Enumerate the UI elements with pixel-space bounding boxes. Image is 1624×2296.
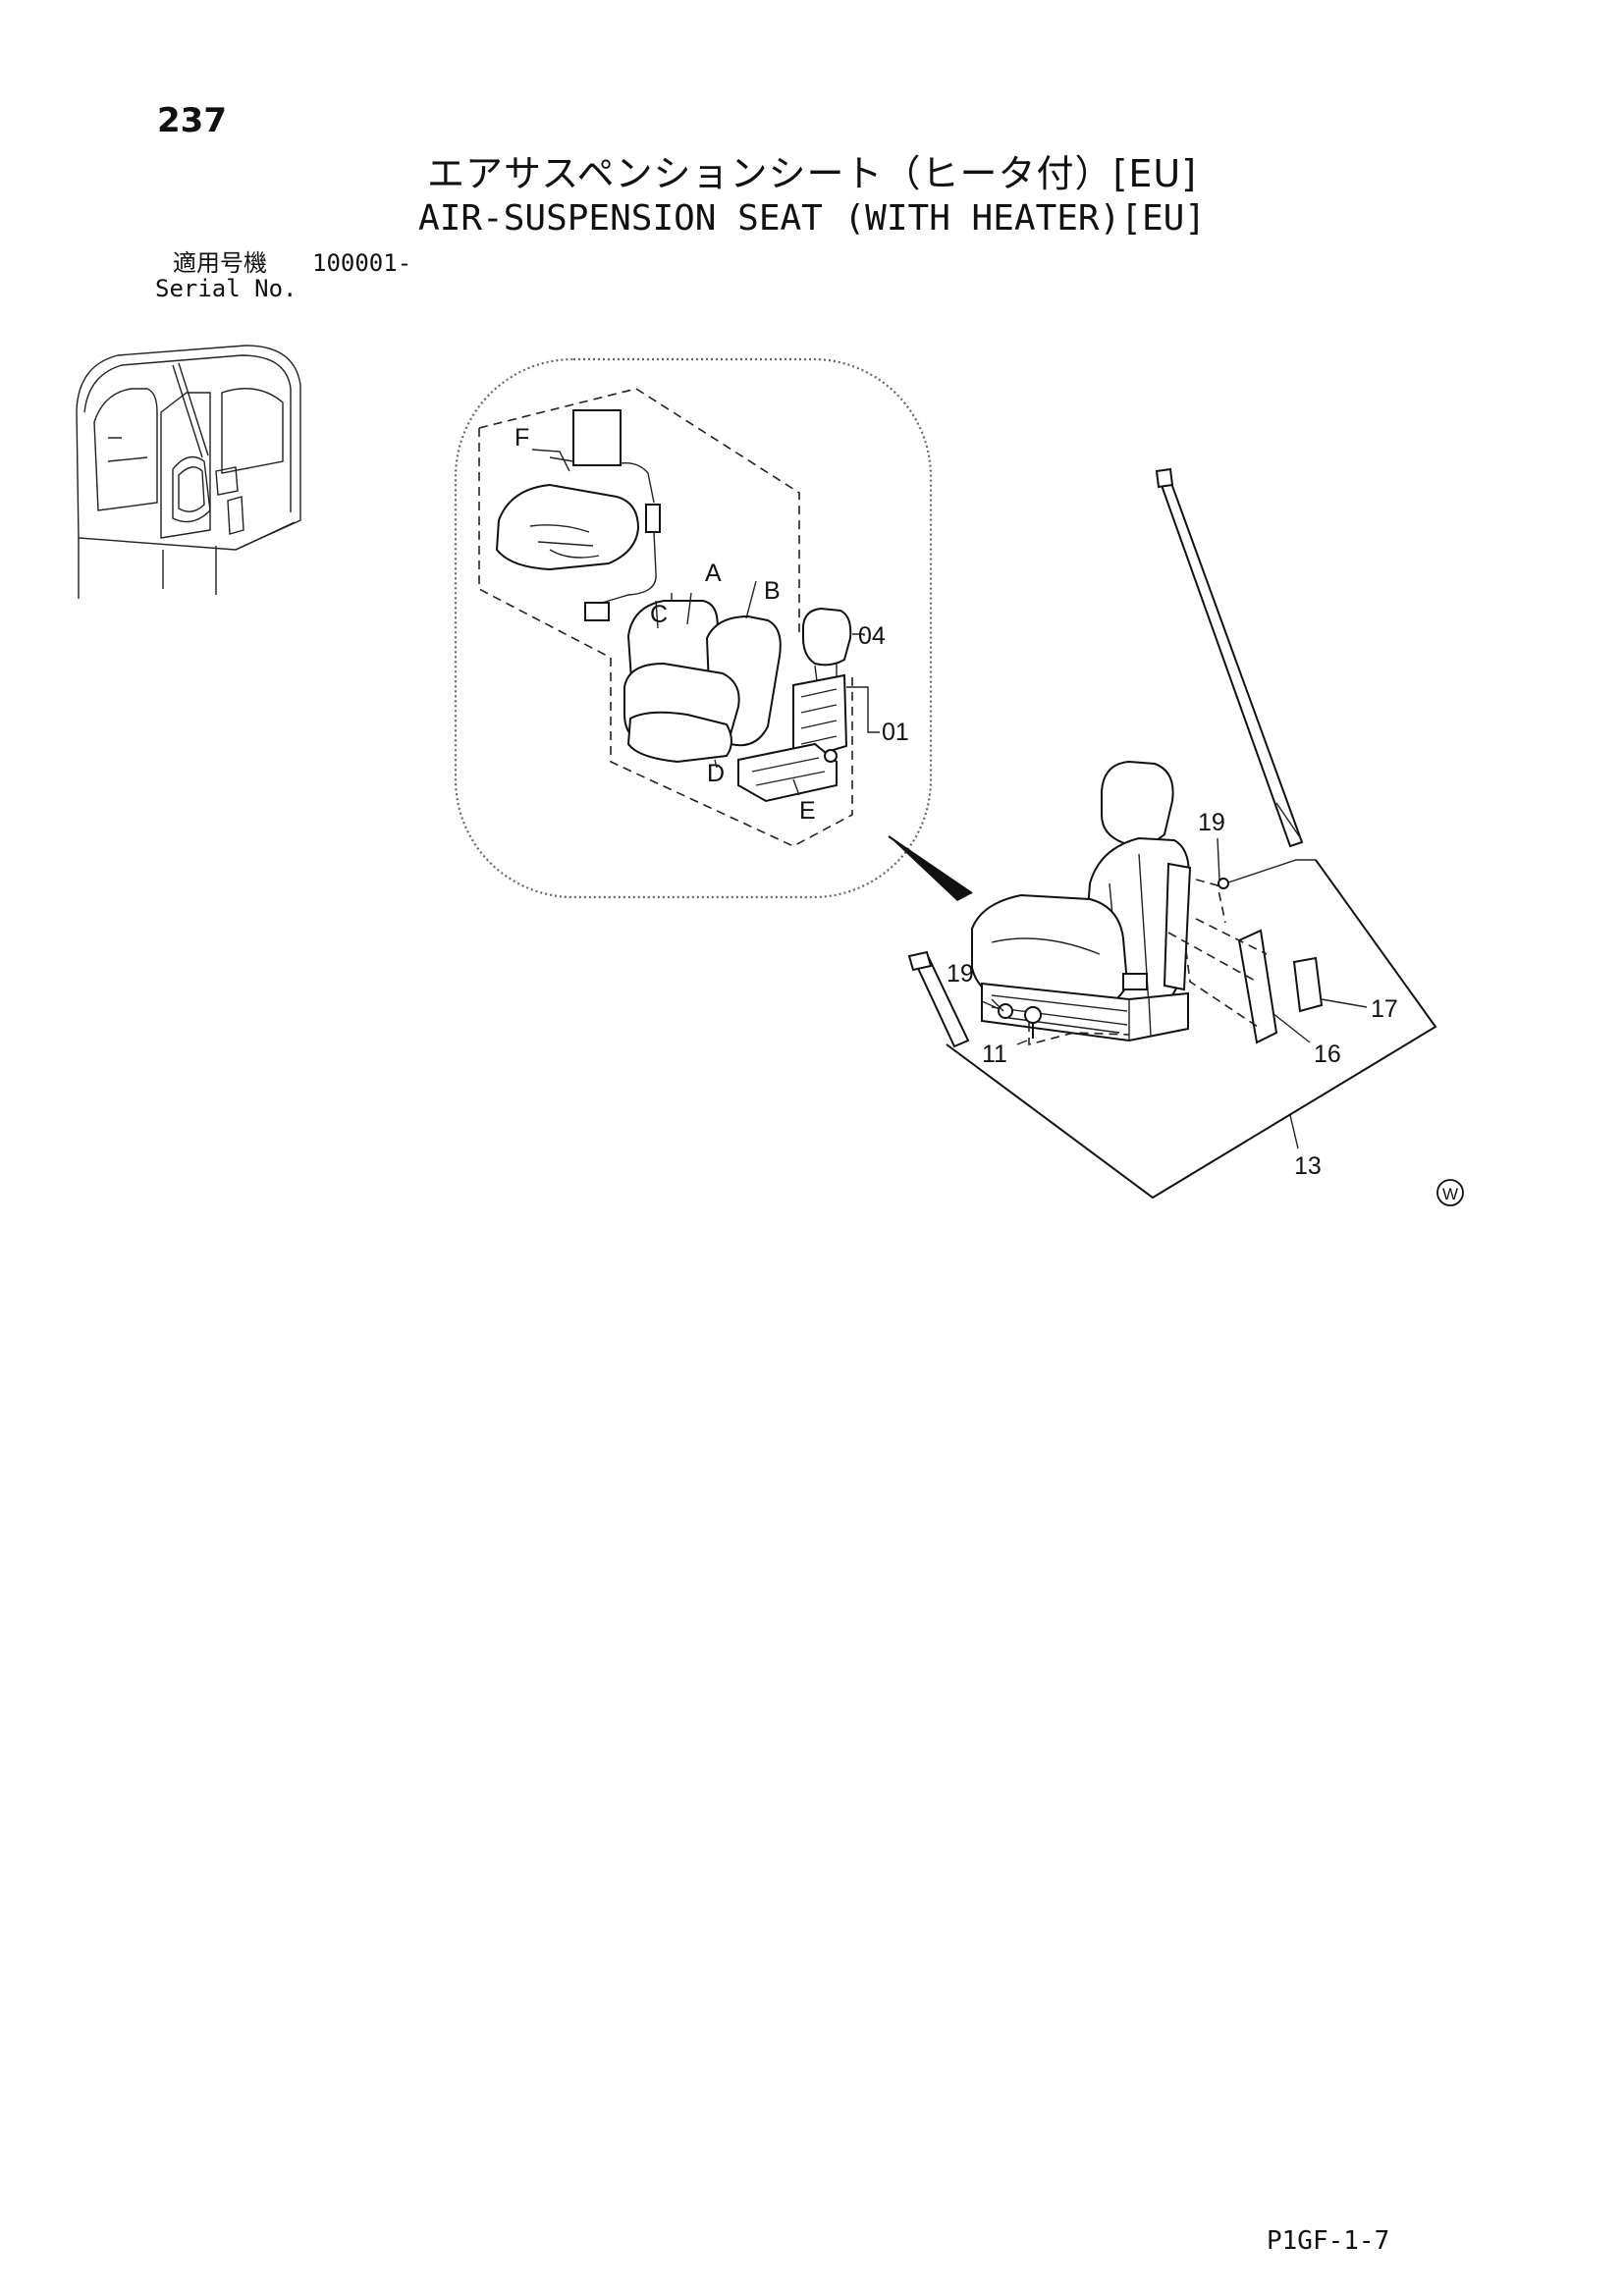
detail-callout-bubble (454, 357, 973, 901)
callout-19-upper: 19 (1198, 809, 1225, 836)
seat-frame-parts (737, 607, 852, 803)
callout-B: B (764, 577, 781, 605)
callout-13: 13 (1294, 1152, 1322, 1180)
callout-11: 11 (982, 1041, 1007, 1068)
bubble-leader-lines (531, 449, 880, 796)
callout-F: F (514, 424, 529, 452)
cab-location-thumbnail (76, 345, 301, 599)
callout-A: A (705, 560, 722, 587)
callout-C: C (650, 601, 668, 628)
seat-cushion-parts (623, 580, 782, 764)
callout-17: 17 (1371, 995, 1398, 1023)
assembly-outline-lines (946, 837, 1437, 1200)
serial-value: 100001- (312, 249, 412, 277)
main-seat-assembly (971, 467, 1304, 1042)
left-lever-part (907, 950, 1013, 1048)
footer-page-code: P1GF-1-7 (1267, 2226, 1390, 2256)
callout-16: 16 (1314, 1041, 1341, 1068)
subassembly-dashed-outline (478, 388, 853, 847)
bolt-part (1024, 1006, 1042, 1039)
side-cover-parts (1237, 929, 1324, 1044)
marker-letter: W (1442, 1185, 1458, 1203)
page-number: 237 (157, 101, 227, 140)
callout-E: E (799, 797, 816, 825)
callout-01: 01 (882, 719, 909, 746)
heater-pad-part (495, 409, 661, 621)
callout-D: D (707, 760, 725, 787)
serial-label-japanese: 適用号機 (173, 249, 267, 277)
title-japanese: エアサスペンションシート（ヒータ付）[EU] (426, 152, 1198, 195)
serial-label-english: Serial No. (155, 275, 298, 302)
callout-19-lower: 19 (947, 960, 974, 988)
circled-w-marker: W (1436, 1179, 1464, 1206)
callout-04: 04 (858, 622, 886, 650)
title-english: AIR-SUSPENSION SEAT (WITH HEATER)[EU] (418, 198, 1206, 239)
